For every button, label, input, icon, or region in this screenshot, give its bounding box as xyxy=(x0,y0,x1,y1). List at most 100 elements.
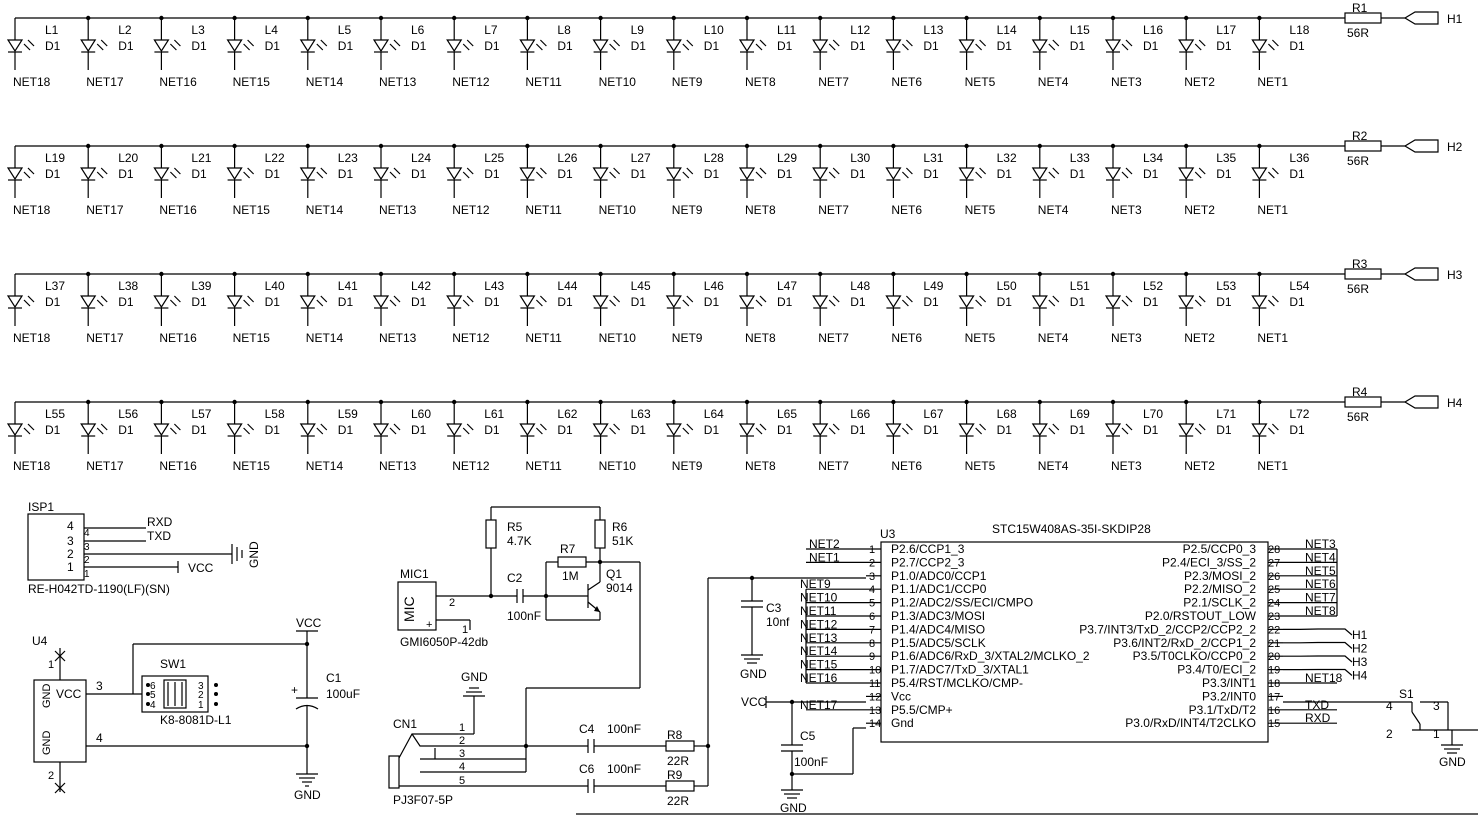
led-label: L48 xyxy=(850,279,870,293)
u4-pin-vcc-num: 3 xyxy=(96,679,103,693)
row-port-label: H4 xyxy=(1447,396,1463,410)
led-label: L34 xyxy=(1143,151,1163,165)
led-label: L24 xyxy=(411,151,431,165)
led-label: L38 xyxy=(118,279,138,293)
c2-value: 100nF xyxy=(507,609,541,623)
led-value: D1 xyxy=(850,295,866,309)
mcu-port-label: H4 xyxy=(1352,669,1368,683)
led-label: L56 xyxy=(118,407,138,421)
led-net: NET2 xyxy=(1184,203,1215,217)
u3-part: STC15W408AS-35I-SKDIP28 xyxy=(992,522,1151,536)
led-net: NET7 xyxy=(818,203,849,217)
led-value: D1 xyxy=(997,39,1013,53)
mcu-pin-name: P1.1/ADC1/CCP0 xyxy=(891,582,987,596)
led-value: D1 xyxy=(1070,167,1086,181)
mcu-pin-num: 26 xyxy=(1268,571,1280,583)
led-net: NET9 xyxy=(672,459,703,473)
s1-pin3: 3 xyxy=(1433,699,1440,713)
led-value: D1 xyxy=(1289,295,1305,309)
mcu-pin-net: NET11 xyxy=(800,604,837,618)
r8-ref: R8 xyxy=(667,728,683,742)
led-value: D1 xyxy=(191,167,207,181)
mcu-port-label: H1 xyxy=(1352,628,1368,642)
mcu-pin-num: 2 xyxy=(869,557,875,569)
led-value: D1 xyxy=(191,423,207,437)
led-net: NET1 xyxy=(1257,203,1288,217)
mcu-pin-num: 16 xyxy=(1268,705,1280,717)
mcu-pin-net: NET5 xyxy=(1305,564,1336,578)
mcu-pin-name: P1.5/ADC5/SCLK xyxy=(891,636,986,650)
led-value: D1 xyxy=(484,167,500,181)
mcu-pin-name: P2.2/MISO_2 xyxy=(1184,582,1256,596)
led-net: NET6 xyxy=(891,331,922,345)
led-row-4: L55D1NET18L56D1NET17L57D1NET16L58D1NET15… xyxy=(6,385,1463,473)
mcu-pin-name: P2.3/MOSI_2 xyxy=(1184,569,1256,583)
led-row-1: L1D1NET18L2D1NET17L3D1NET16L4D1NET15L5D1… xyxy=(6,1,1463,89)
led-label: L37 xyxy=(45,279,65,293)
c5-gnd-label: GND xyxy=(780,801,807,815)
led-value: D1 xyxy=(777,423,793,437)
c3-ref: C3 xyxy=(766,601,782,615)
led-label: L53 xyxy=(1216,279,1236,293)
led-value: D1 xyxy=(777,39,793,53)
mcu-pin-name: P2.1/SCLK_2 xyxy=(1183,596,1256,610)
led-value: D1 xyxy=(997,423,1013,437)
mcu-pin-name: P2.4/ECI_3/SS_2 xyxy=(1162,555,1256,569)
led-label: L66 xyxy=(850,407,870,421)
led-net: NET1 xyxy=(1257,459,1288,473)
led-value: D1 xyxy=(557,423,573,437)
led-row-2: L19D1NET18L20D1NET17L21D1NET16L22D1NET15… xyxy=(6,129,1463,217)
led-label: L30 xyxy=(850,151,870,165)
r9-ref: R9 xyxy=(667,768,683,782)
led-label: L18 xyxy=(1289,23,1309,37)
led-net: NET16 xyxy=(159,75,197,89)
mcu-pin-num: 18 xyxy=(1268,678,1280,690)
mcu-pin-name: P3.7/INT3/TxD_2/CCP2/CCP2_2 xyxy=(1079,622,1256,636)
led-value: D1 xyxy=(997,295,1013,309)
sw1-pin-3: 3 xyxy=(198,681,204,692)
led-value: D1 xyxy=(1143,295,1159,309)
led-value: D1 xyxy=(118,39,134,53)
r6-value: 51K xyxy=(612,534,633,548)
led-label: L23 xyxy=(338,151,358,165)
isp1-ref: ISP1 xyxy=(28,500,54,514)
led-net: NET4 xyxy=(1038,331,1069,345)
led-net: NET11 xyxy=(525,459,562,473)
led-net: NET6 xyxy=(891,459,922,473)
led-net: NET12 xyxy=(452,75,490,89)
mic-amplifier: MIC1 MIC + 2 1 GMI6050P-42db R5 4.7K C2 … xyxy=(397,506,641,759)
led-label: L64 xyxy=(704,407,724,421)
led-value: D1 xyxy=(1216,423,1232,437)
led-net: NET14 xyxy=(306,459,344,473)
mcu-pin-net: NET3 xyxy=(1305,537,1336,551)
mic1-pin2: 2 xyxy=(449,597,455,609)
led-label: L6 xyxy=(411,23,425,37)
mcu-pin-num: 19 xyxy=(1268,665,1280,677)
led-label: L10 xyxy=(704,23,724,37)
mcu-pin-name: P2.5/CCP0_3 xyxy=(1183,542,1257,556)
u4-gnd1-label: GND xyxy=(41,684,53,709)
led-value: D1 xyxy=(1143,167,1159,181)
row-resistor-value: 56R xyxy=(1347,282,1369,296)
led-label: L49 xyxy=(923,279,943,293)
led-label: L55 xyxy=(45,407,65,421)
mcu-pin-num: 7 xyxy=(869,624,875,636)
